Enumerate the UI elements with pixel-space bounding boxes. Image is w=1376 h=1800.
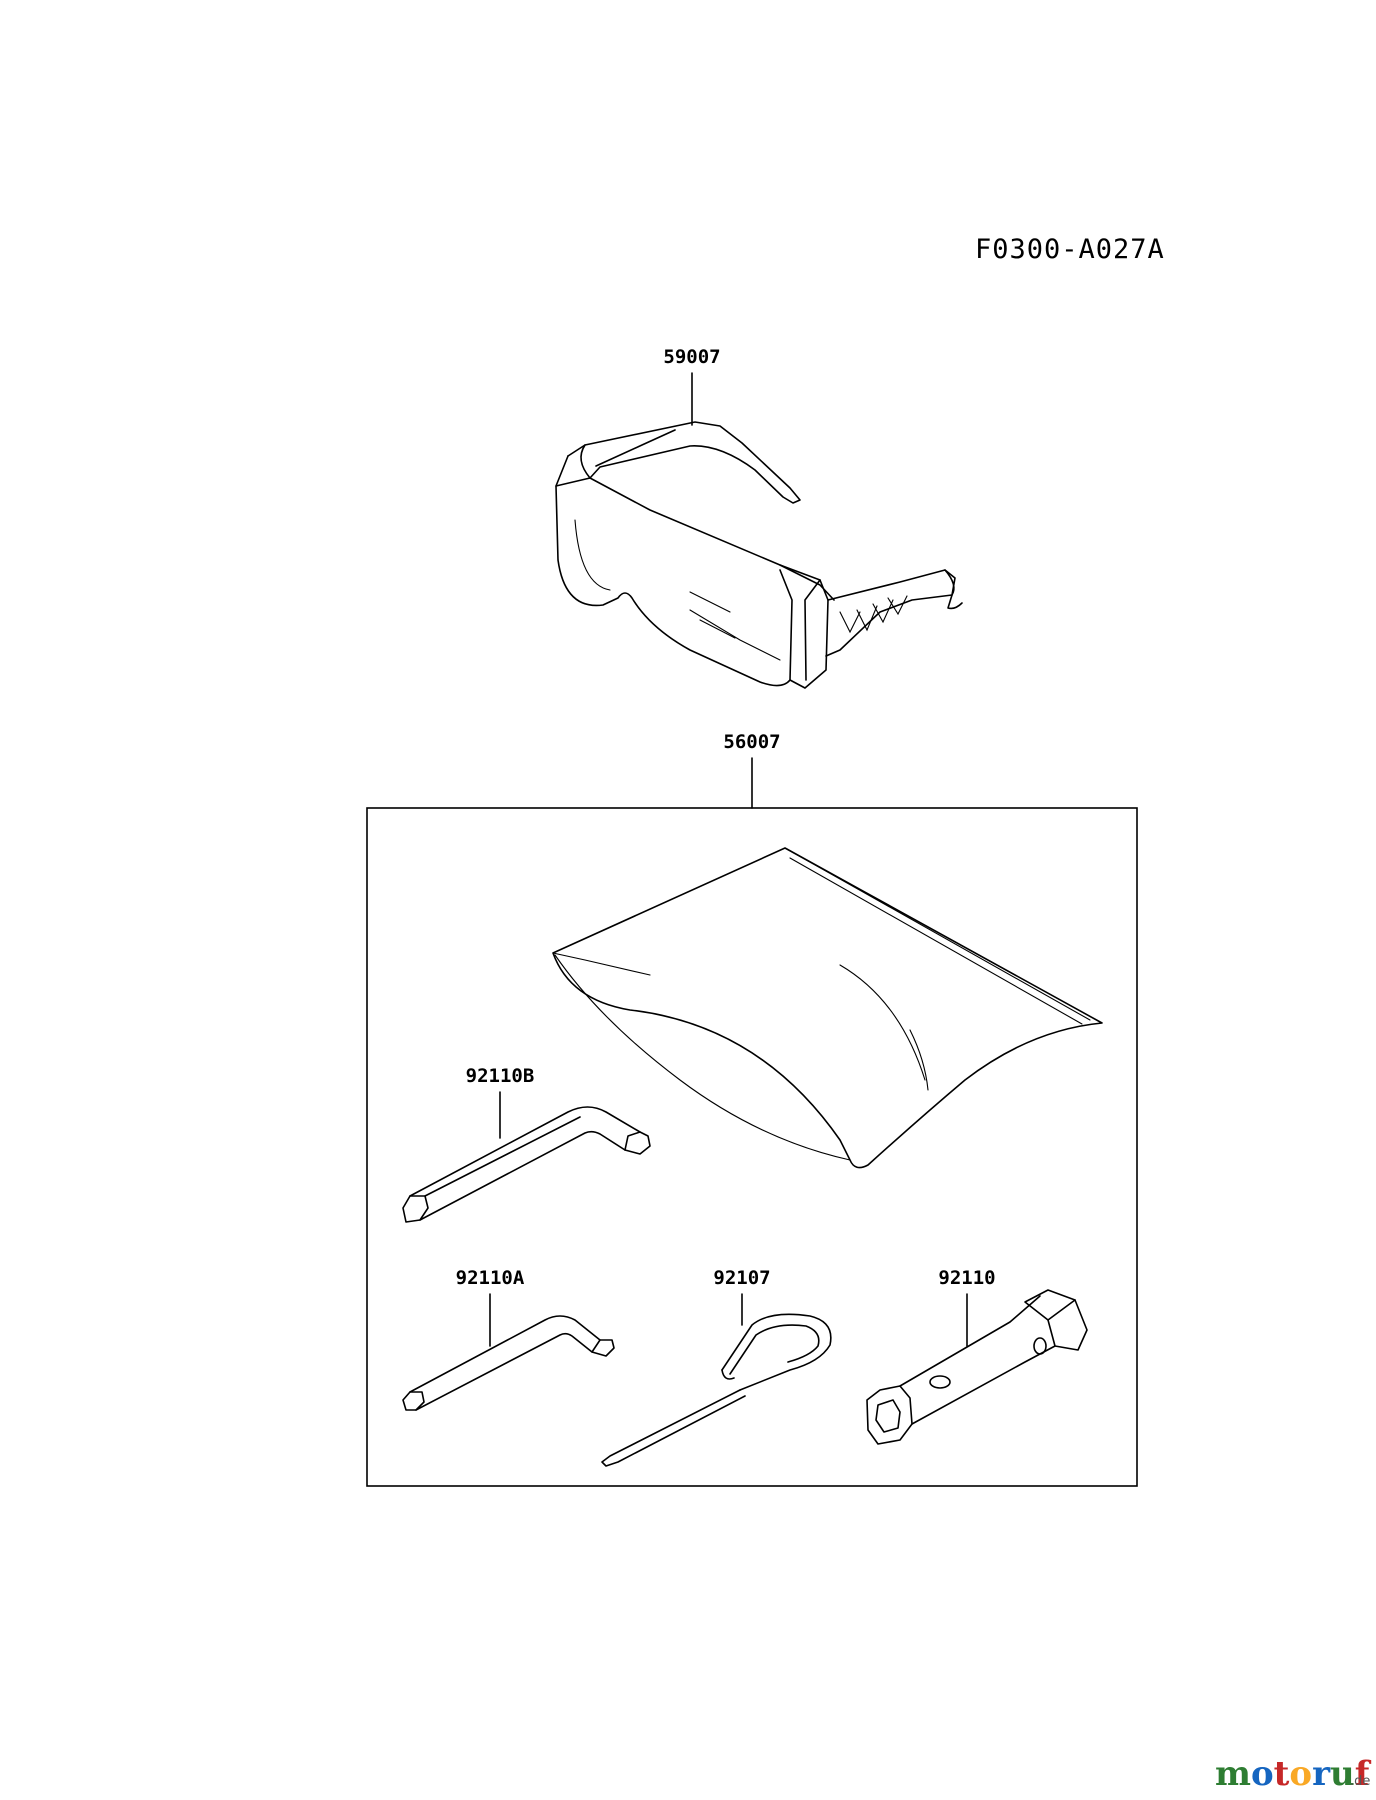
motoruf-watermark: motoruf .de — [1215, 1754, 1372, 1794]
part-label-92107: 92107 — [713, 1267, 770, 1289]
watermark-letter: f — [1355, 1754, 1372, 1794]
watermark-letter: o — [1289, 1754, 1312, 1794]
part-label-92110b: 92110B — [466, 1065, 535, 1087]
diagram-code: F0300-A027A — [975, 234, 1165, 265]
part-label-92110a: 92110A — [456, 1267, 525, 1289]
hex-wrench-92110a-illustration: 92110A — [402, 1267, 615, 1411]
watermark-letter: u — [1330, 1754, 1355, 1794]
watermark-letter: t — [1274, 1754, 1290, 1794]
part-label-59007: 59007 — [663, 346, 720, 368]
watermark-letter: o — [1251, 1754, 1274, 1794]
hex-wrench-92110b-illustration: 92110B — [402, 1065, 651, 1223]
watermark-suffix: .de — [1350, 1774, 1370, 1789]
tool-kit-frame — [366, 807, 1138, 1487]
part-label-56007: 56007 — [723, 731, 780, 753]
part-label-92110: 92110 — [938, 1267, 995, 1289]
svg-text:motoruf: motoruf — [1215, 1754, 1372, 1794]
plug-wrench-92110-illustration: 92110 — [866, 1267, 1088, 1445]
watermark-letter: r — [1312, 1754, 1331, 1794]
watermark-letter: m — [1215, 1754, 1251, 1794]
tool-bag-illustration — [552, 847, 1103, 1169]
safety-glasses-illustration: 59007 — [555, 346, 963, 689]
screwdriver-92107-illustration: 92107 — [601, 1267, 832, 1467]
